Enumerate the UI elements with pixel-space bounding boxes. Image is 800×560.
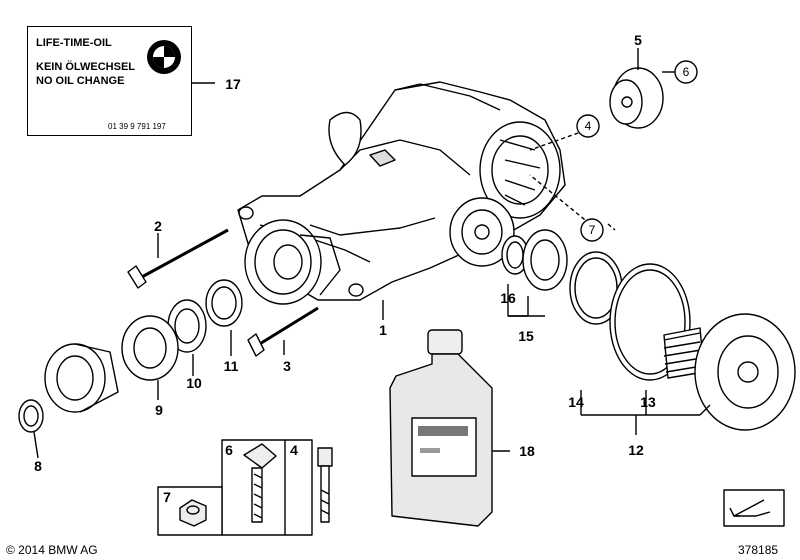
label-title: LIFE-TIME-OIL [36,37,112,49]
callout-18: 18 [519,443,535,459]
label-line-1: KEIN ÖLWECHSEL [36,61,136,73]
flange-right [663,313,796,431]
callout-circle-7 [580,218,604,242]
orientation-icon [723,489,785,527]
callout-9: 9 [155,402,163,418]
callout-circle-label-4: 4 [584,119,592,133]
differential-housing [237,81,566,301]
callout-1: 1 [379,322,387,338]
callout-5: 5 [634,32,642,48]
callout-box-6: 6 [225,442,233,458]
callout-box-7: 7 [163,489,171,505]
flange-left [44,343,119,413]
bracket-12 [580,390,711,435]
callout-12: 12 [628,442,644,458]
bolt-2 [127,228,229,289]
callout-circle-6 [674,60,698,84]
callout-circle-label-6: 6 [682,65,690,79]
seal-15 [507,229,568,317]
small-parts-box [157,439,333,536]
callout-13: 13 [640,394,656,410]
seal-11 [205,279,243,356]
callout-10: 10 [186,375,202,391]
bmw-logo-icon [147,40,181,74]
callout-14: 14 [568,394,584,410]
callout-2: 2 [154,218,162,234]
callout-8: 8 [34,458,42,474]
callout-15: 15 [518,328,534,344]
callout-3: 3 [283,358,291,374]
callout-circle-label-7: 7 [588,223,596,237]
ring-8 [18,399,44,459]
label-part-number: 01 39 9 791 197 [108,122,166,131]
callout-box-4: 4 [290,442,298,458]
image-id: 378185 [738,543,779,557]
label-line-2: NO OIL CHANGE [36,75,125,87]
pulley-5 [609,48,676,129]
callout-17: 17 [225,76,241,92]
copyright-text: © 2014 BMW AG [6,543,98,557]
lifetime-oil-label: LIFE-TIME-OIL KEIN ÖLWECHSEL NO OIL CHAN… [27,26,192,136]
callout-11: 11 [223,358,239,374]
oil-bottle-18 [389,329,510,527]
collar-9 [121,315,179,400]
input-flange [244,219,341,305]
bolt-3 [247,306,319,357]
dashed-leaders [529,125,616,231]
callout-16: 16 [500,290,516,306]
callout-circle-4 [576,114,600,138]
